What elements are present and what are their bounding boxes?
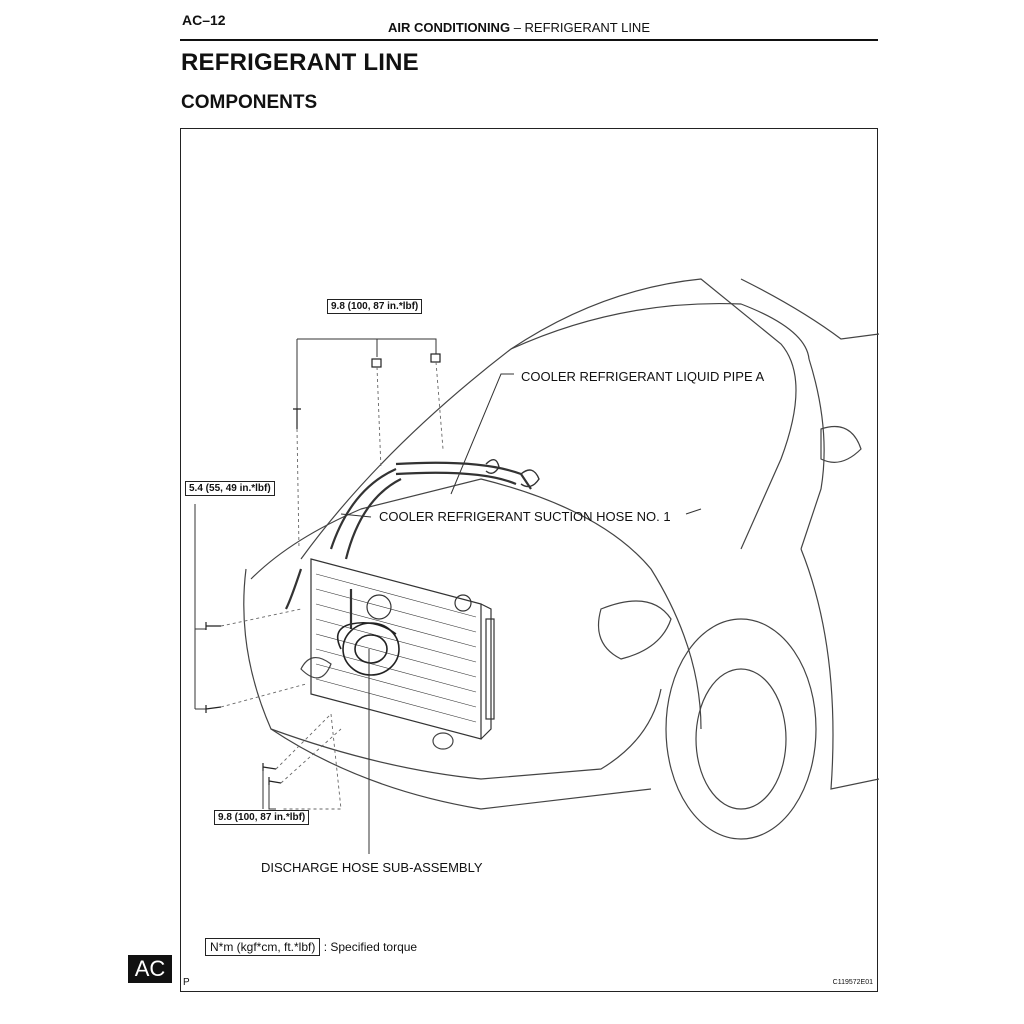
torque-label-top: 9.8 (100, 87 in.*lbf) <box>327 299 423 314</box>
mirror-outline <box>820 425 862 463</box>
header-separator: – <box>513 20 521 35</box>
legend-unit-box: N*m (kgf*cm, ft.*lbf) <box>205 938 321 956</box>
section-subtitle: COMPONENTS <box>181 92 318 113</box>
suction-hose-leader <box>340 513 372 518</box>
nut-2 <box>430 353 441 363</box>
legend-text: : Specified torque <box>323 940 418 954</box>
header-rule <box>180 39 878 41</box>
callout-suction-hose: COOLER REFRIGERANT SUCTION HOSE NO. 1 <box>379 509 671 524</box>
bolt-1 <box>293 408 301 429</box>
front-bumper-outline <box>243 568 662 780</box>
section-tab: AC <box>128 955 172 983</box>
lower-apron-outline <box>270 728 652 810</box>
leader-lines <box>340 373 702 854</box>
wheel-inner <box>695 668 787 810</box>
figure-code: C119572E01 <box>832 979 873 986</box>
pipe-clips <box>485 459 540 488</box>
fender-outline <box>250 478 702 730</box>
suction-hose-leader-right <box>685 508 702 515</box>
roof-outline <box>740 278 879 340</box>
torque-label-left: 5.4 (55, 49 in.*lbf) <box>185 481 275 496</box>
torque-brackets <box>194 338 437 810</box>
compressor <box>336 621 400 676</box>
torque-label-bottom: 9.8 (100, 87 in.*lbf) <box>214 810 310 825</box>
page-title: REFRIGERANT LINE <box>181 49 419 76</box>
liquid-pipe-leader <box>450 373 514 495</box>
header-subsection: REFRIGERANT LINE <box>524 20 650 35</box>
callout-liquid-pipe: COOLER REFRIGERANT LIQUID PIPE A <box>521 369 765 384</box>
fog-light-left <box>300 657 332 679</box>
page-number: AC–12 <box>182 12 226 28</box>
bolt-2 <box>205 622 221 630</box>
door-line <box>800 548 879 790</box>
hood-outline <box>300 278 797 560</box>
components-figure: COOLER REFRIGERANT LIQUID PIPE A COOLER … <box>180 128 879 992</box>
windshield-outline <box>510 302 810 360</box>
bolt-3 <box>205 705 222 713</box>
fasteners <box>205 353 441 785</box>
refrigerant-pipes <box>285 461 532 629</box>
wheel-outline <box>665 618 817 840</box>
bolt-5 <box>268 777 282 785</box>
fog-light-right <box>432 732 454 750</box>
dashed-alignment-lines <box>220 361 444 810</box>
torque-legend: N*m (kgf*cm, ft.*lbf) : Specified torque <box>205 938 418 956</box>
figure-corner-letter: P <box>183 977 190 988</box>
callout-discharge-hose: DISCHARGE HOSE SUB-ASSEMBLY <box>261 860 483 875</box>
header-section: AIR CONDITIONING <box>388 20 511 35</box>
nut-1 <box>371 358 382 368</box>
condenser <box>310 558 495 740</box>
running-header: AIR CONDITIONING – REFRIGERANT LINE <box>388 20 650 35</box>
vehicle-illustration <box>194 278 879 854</box>
bolt-4 <box>262 763 277 771</box>
headlight-outline <box>597 600 672 660</box>
a-pillar-outline <box>800 358 825 550</box>
